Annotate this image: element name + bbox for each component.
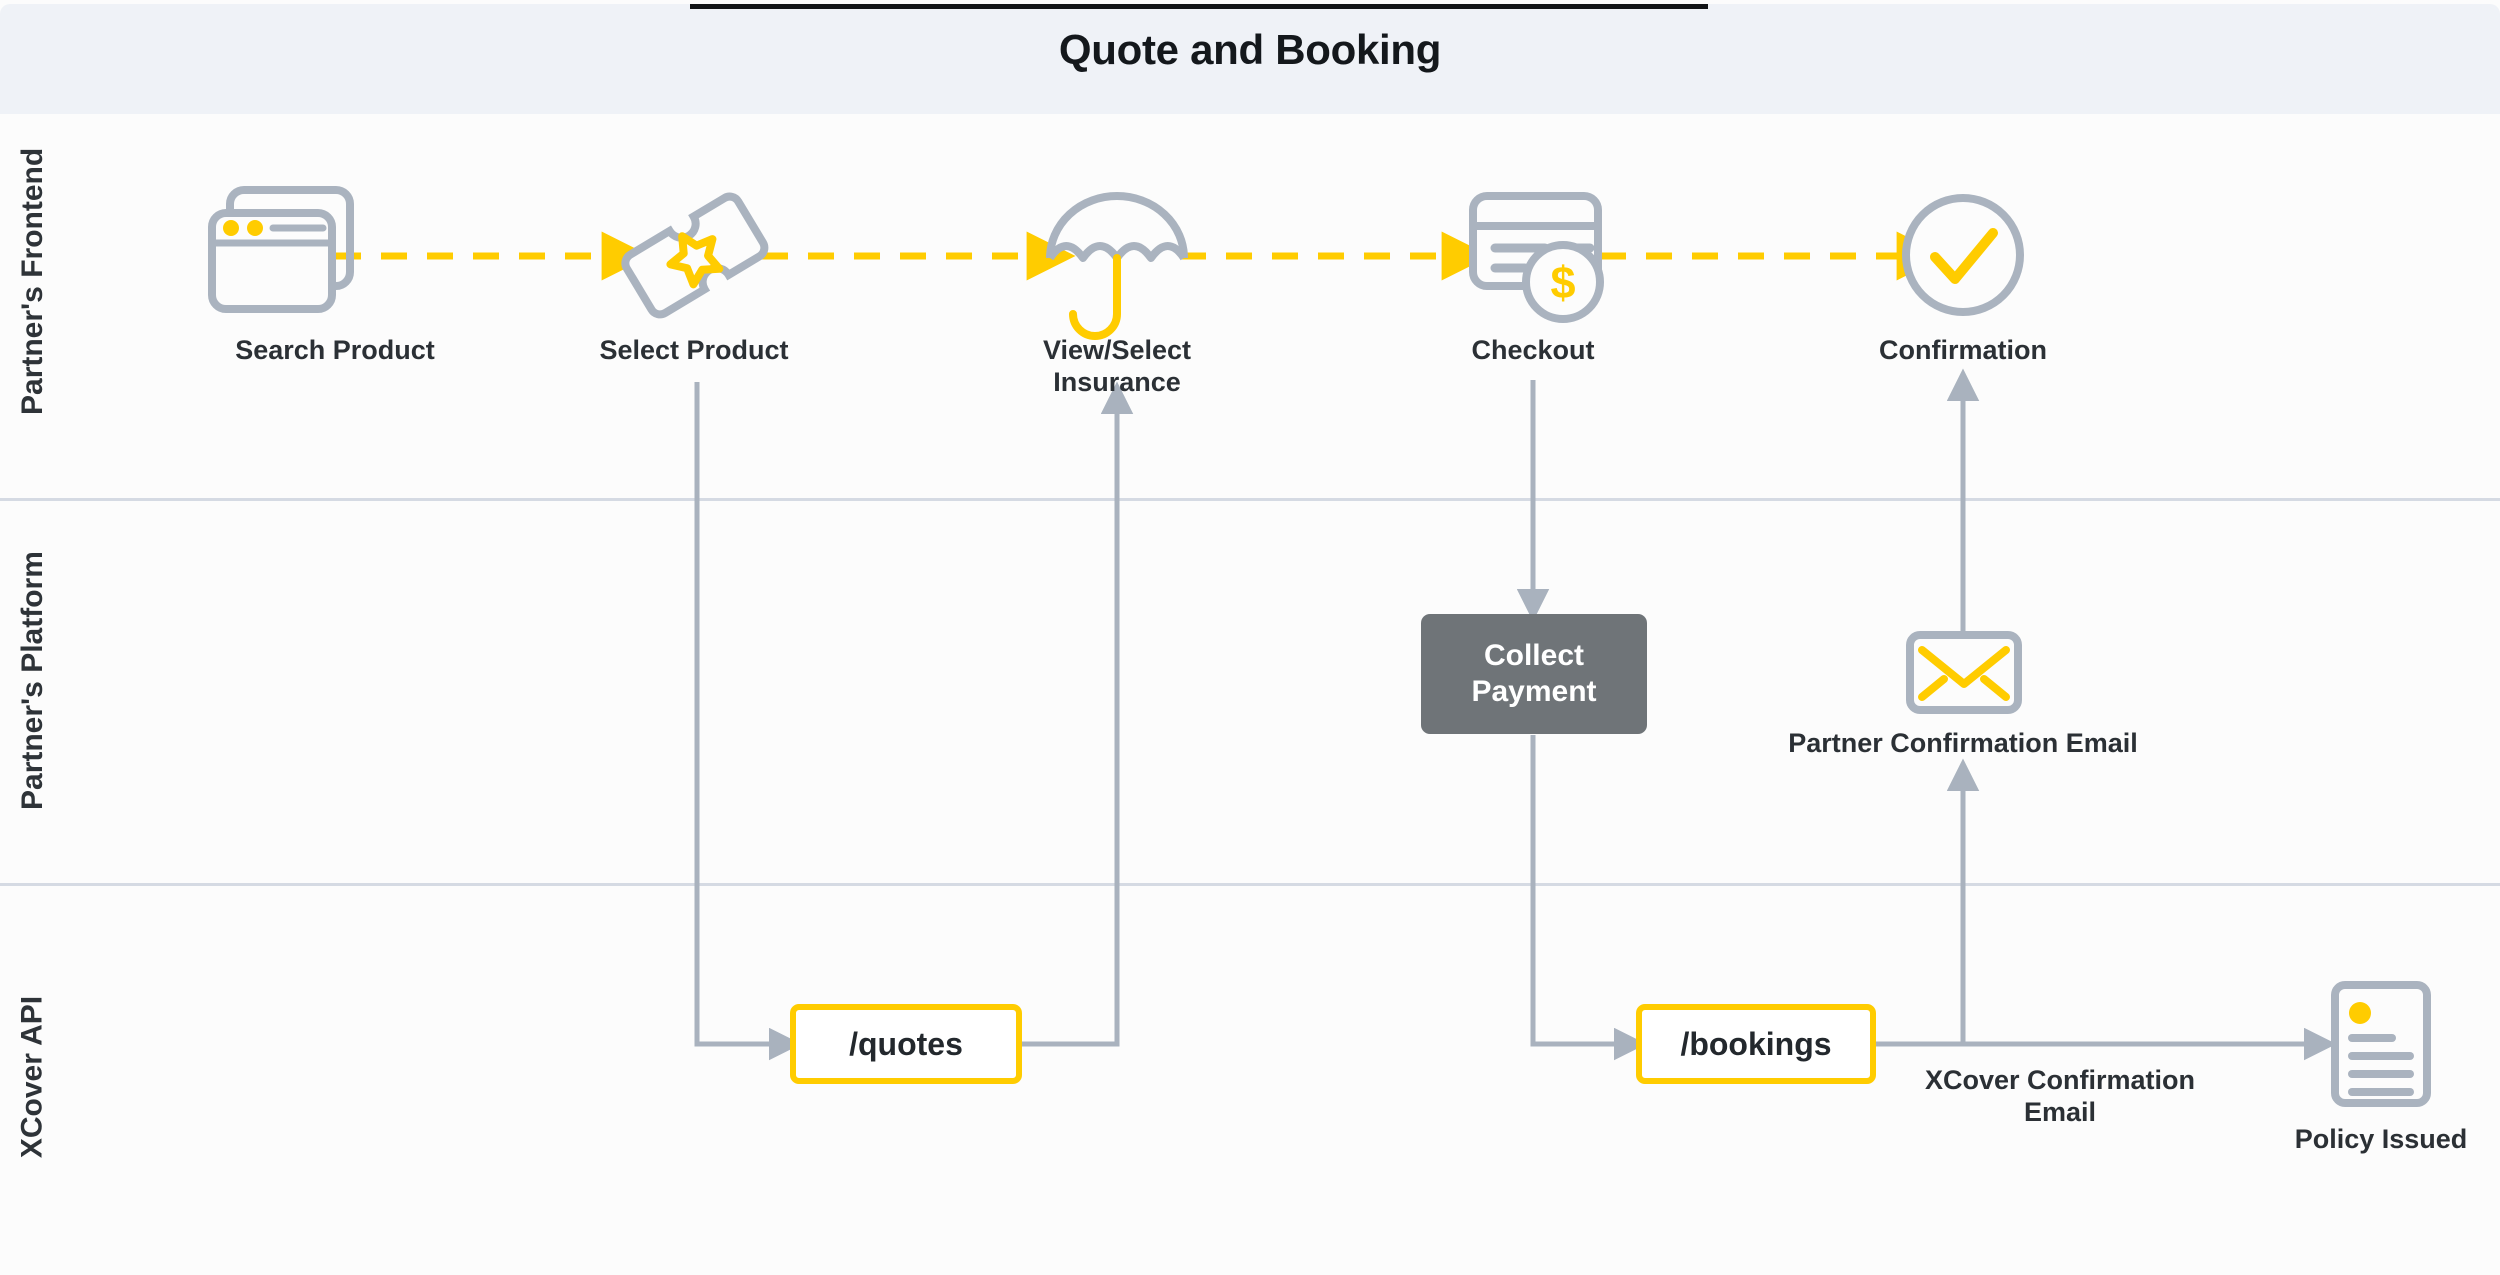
ticket-star-icon	[621, 192, 769, 319]
credit-card-coin-icon: $	[1469, 192, 1604, 323]
svg-text:$: $	[1550, 257, 1575, 308]
edge-quotes-to-view	[1021, 381, 1134, 1047]
check-circle-icon	[1902, 194, 2024, 316]
lane-divider-2	[0, 883, 2500, 886]
edge-collect-to-bookings	[1530, 735, 1647, 1061]
label-select-product: Select Product	[599, 335, 789, 365]
label-confirmation: Confirmation	[1879, 335, 2047, 365]
endpoint-quotes[interactable]: /quotes	[790, 1004, 1022, 1084]
document-icon	[2331, 981, 2431, 1107]
collect-payment-box[interactable]: Collect Payment	[1421, 614, 1647, 734]
label-policy-issued: Policy Issued	[2294, 1124, 2468, 1154]
label-partner-confirmation-email: Partner Confirmation Email	[1788, 728, 2138, 758]
title-band: Quote and Booking	[0, 4, 2500, 114]
title-rule	[690, 4, 1708, 9]
umbrella-icon	[1046, 192, 1188, 340]
envelope-icon	[1906, 631, 2022, 714]
edge-select-to-quotes	[694, 382, 802, 1061]
page-title: Quote and Booking	[1058, 26, 1442, 73]
label-search-product: Search Product	[235, 335, 435, 365]
browser-windows-icon	[208, 186, 354, 313]
label-xcover-confirmation-email: XCover Confirmation Email	[1924, 1065, 2196, 1127]
edge-bookings-to-partner-email	[1872, 758, 1980, 1047]
label-checkout: Checkout	[1471, 335, 1595, 365]
label-view-insurance: View/Select Insurance	[1042, 335, 1192, 397]
endpoint-bookings[interactable]: /bookings	[1636, 1004, 1876, 1084]
lane-divider-1	[0, 498, 2500, 501]
